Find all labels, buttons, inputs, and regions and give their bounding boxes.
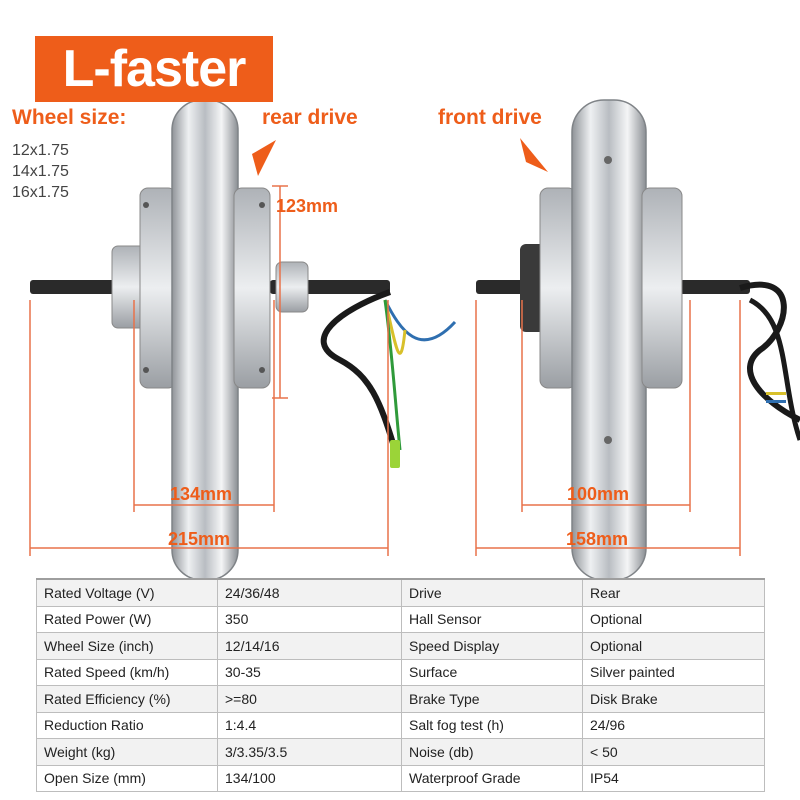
spec-value: 30-35 [217, 658, 402, 686]
spec-value: Disk Brake [582, 685, 765, 713]
spec-label: Rated Voltage (V) [36, 578, 218, 607]
front-hub-motor [476, 99, 800, 581]
spec-label: Surface [401, 658, 583, 686]
front-total-width-dimension: 158mm [566, 529, 629, 549]
wheel-size-option: 14x1.75 [12, 163, 69, 180]
spec-label: Weight (kg) [36, 738, 218, 766]
wheel-size-option: 16x1.75 [12, 184, 69, 201]
spec-value: IP54 [582, 764, 765, 792]
spec-value: 1:4.4 [217, 711, 402, 739]
spec-value: Optional [582, 632, 765, 660]
rear-total-width-dimension: 215mm [168, 529, 231, 549]
spec-label: Speed Display [401, 632, 583, 660]
spec-label: Rated Speed (km/h) [36, 658, 218, 686]
spec-label: Salt fog test (h) [401, 711, 583, 739]
spec-value: 350 [217, 605, 402, 633]
spec-value: Silver painted [582, 658, 765, 686]
spec-label: Rated Efficiency (%) [36, 685, 218, 713]
wheel-size-option: 12x1.75 [12, 142, 69, 159]
spec-value: 24/36/48 [217, 578, 402, 607]
spec-value: < 50 [582, 738, 765, 766]
spec-label: Reduction Ratio [36, 711, 218, 739]
spec-value: 12/14/16 [217, 632, 402, 660]
spec-value: 134/100 [217, 764, 402, 792]
wheel-size-list: 12x1.75 14x1.75 16x1.75 [12, 140, 69, 203]
spec-value: Rear [582, 578, 765, 607]
spec-label: Hall Sensor [401, 605, 583, 633]
spec-label: Open Size (mm) [36, 764, 218, 792]
spec-label: Brake Type [401, 685, 583, 713]
rear-drive-label: rear drive [262, 106, 358, 129]
front-drive-arrow-icon [520, 138, 548, 172]
spec-value: >=80 [217, 685, 402, 713]
spec-value: 3/3.35/3.5 [217, 738, 402, 766]
spec-value: 24/96 [582, 711, 765, 739]
rear-hub-motor [30, 99, 457, 581]
rear-inner-width-dimension: 134mm [170, 484, 233, 504]
spec-label: Rated Power (W) [36, 605, 218, 633]
front-inner-width-dimension: 100mm [567, 484, 630, 504]
spec-label: Drive [401, 578, 583, 607]
rear-height-dimension: 123mm [276, 196, 339, 216]
front-drive-label: front drive [438, 106, 542, 129]
rear-drive-arrow-icon [252, 140, 276, 176]
rear-dimension-lines [29, 185, 389, 556]
spec-label: Waterproof Grade [401, 764, 583, 792]
wheel-size-label: Wheel size: [12, 106, 127, 129]
brand-logo: L-faster [35, 36, 273, 102]
spec-label: Wheel Size (inch) [36, 632, 218, 660]
spec-value: Optional [582, 605, 765, 633]
front-dimension-lines [475, 300, 741, 556]
spec-label: Noise (db) [401, 738, 583, 766]
